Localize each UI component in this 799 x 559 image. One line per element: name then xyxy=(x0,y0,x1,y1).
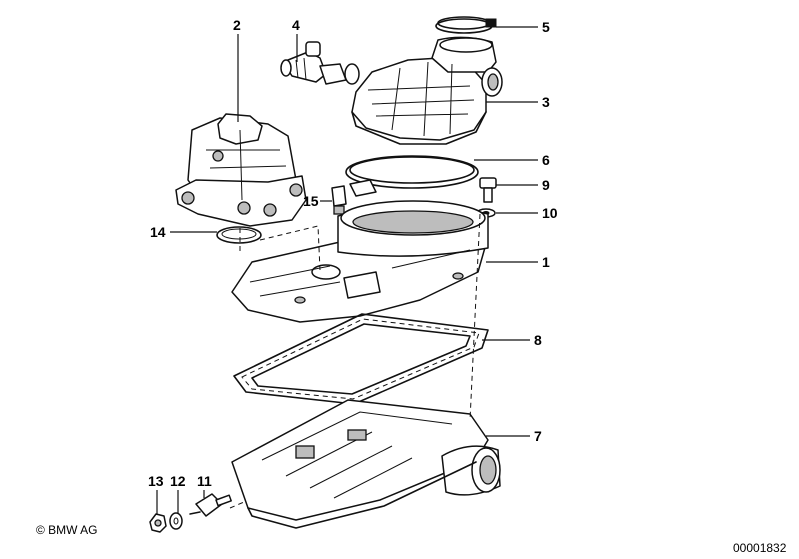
callout-9: 9 xyxy=(542,177,550,193)
part-12-washer[interactable] xyxy=(169,512,183,530)
part-15-plug[interactable] xyxy=(331,185,347,215)
callout-11: 11 xyxy=(197,473,212,489)
callout-8: 8 xyxy=(534,332,542,348)
assembly-lines xyxy=(229,213,481,509)
callout-2: 2 xyxy=(233,17,241,33)
part-7-lower-housing[interactable] xyxy=(231,399,501,529)
callout-6: 6 xyxy=(542,152,550,168)
part-1-upper-housing[interactable] xyxy=(231,200,489,323)
part-8-gasket[interactable] xyxy=(233,313,489,405)
callout-10: 10 xyxy=(542,205,558,221)
callout-7: 7 xyxy=(534,428,542,444)
callout-15: 15 xyxy=(303,193,319,209)
part-5-hose-clamp[interactable] xyxy=(435,16,497,34)
part-6-large-clamp[interactable] xyxy=(345,155,479,197)
part-4-connector[interactable] xyxy=(280,41,360,85)
callout-13: 13 xyxy=(148,473,164,489)
part-3-intake-housing[interactable] xyxy=(351,36,503,145)
callout-12: 12 xyxy=(170,473,186,489)
callout-1: 1 xyxy=(542,254,550,270)
diagram-number: 00001832 xyxy=(733,541,787,555)
callout-3: 3 xyxy=(542,94,550,110)
callout-14: 14 xyxy=(150,224,166,240)
part-14-o-ring[interactable] xyxy=(216,226,262,244)
callout-labels: 1 2 3 4 5 6 7 8 9 10 11 12 13 14 15 xyxy=(148,17,558,489)
callout-4: 4 xyxy=(292,17,300,33)
callout-5: 5 xyxy=(542,19,550,35)
part-11-sensor[interactable] xyxy=(189,493,232,517)
copyright-notice: © BMW AG xyxy=(36,523,98,537)
part-2-distributor[interactable] xyxy=(175,113,307,227)
part-13-nut[interactable] xyxy=(149,513,167,533)
leader-lines xyxy=(156,26,538,514)
part-9-bolt[interactable] xyxy=(479,177,497,203)
